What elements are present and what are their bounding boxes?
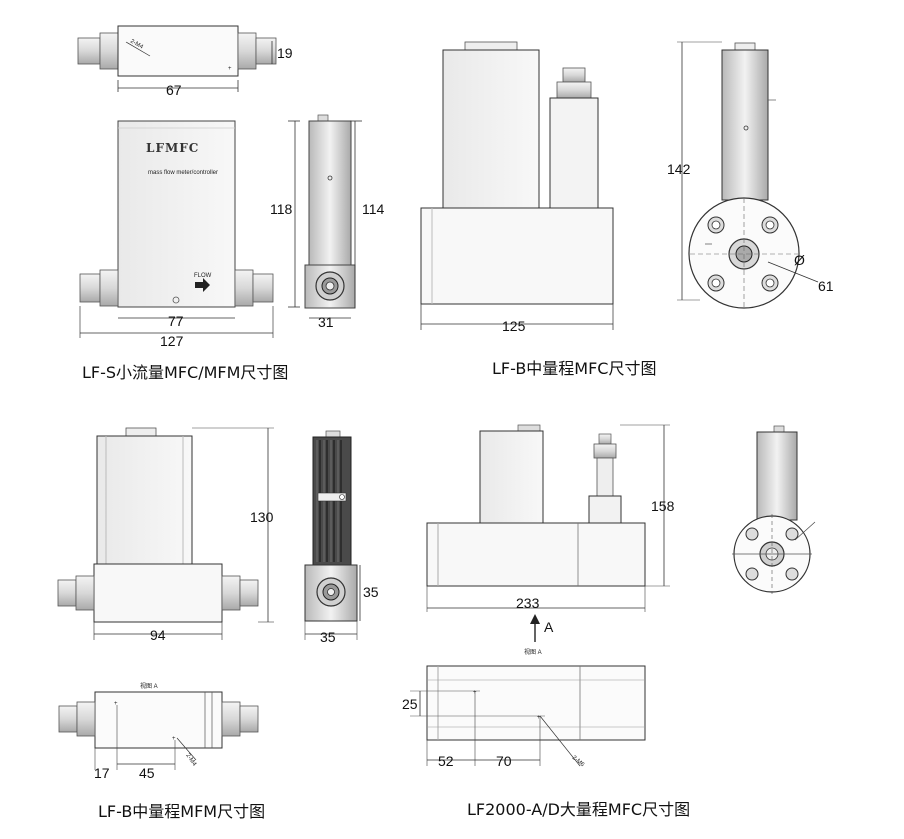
lf-s-side-height-dim: 114	[362, 201, 385, 217]
lf-s-front-height-dim: 118	[270, 201, 293, 217]
lf-s-subtitle: mass flow meter/controller	[148, 170, 218, 176]
flow-arrow-icon	[195, 278, 210, 292]
lf-b-mfm-front-view: 94 130	[57, 427, 274, 643]
lf-b-mfm-view-label: 视图 A	[140, 682, 158, 690]
lf-s-total-width-dim: 127	[160, 333, 184, 349]
lf-s-side-width-dim: 31	[318, 314, 334, 330]
lf-b-mfm-width-dim: 94	[150, 627, 166, 643]
lf-s-top-view: 2-M4 + 67 19	[77, 25, 293, 98]
svg-text:+: +	[537, 715, 541, 721]
svg-text:+: +	[228, 66, 232, 72]
lf2000-width-dim: 233	[516, 595, 540, 611]
lf-b-mfc-width-dim: 125	[502, 318, 526, 334]
lf-b-mfm-thread-label: 2-M4	[184, 753, 197, 768]
lf2000-hole-x1-dim: 52	[438, 753, 454, 769]
lf-b-mfm-side-view: 35 35	[304, 430, 379, 645]
lf2000-hole-x2-dim: 70	[496, 753, 512, 769]
lf-s-flow-label: FLOW	[194, 273, 212, 279]
lf-b-mfm-offset-dim: 17	[94, 765, 110, 781]
lf2000-height-dim: 158	[651, 498, 675, 514]
lf-b-mfm-side-width-dim: 35	[320, 629, 336, 645]
caption-lf2000: LF2000-A/D大量程MFC尺寸图	[467, 800, 691, 819]
lf-s-brand: LFMFC	[146, 141, 199, 155]
lf2000-thread-label: 2-M6	[571, 755, 586, 769]
lf2000-arrow-label: A	[544, 619, 554, 635]
lf-b-mfc-flange-dim: 61	[818, 278, 834, 294]
lf-b-mfc-diameter-symbol: Ø	[794, 252, 805, 268]
caption-lf-b-mfm: LF-B中量程MFM尺寸图	[98, 802, 266, 821]
lf-b-mfm-side-height-dim: 35	[363, 584, 379, 600]
lf-s-front-view: LFMFC mass flow meter/controller FLOW 77…	[79, 120, 300, 349]
lf-b-mfm-view-a: 视图 A + + 2-M4 17 45	[58, 682, 259, 781]
lf-s-body-width-dim: 77	[168, 313, 184, 329]
lf2000-hole-y-dim: 25	[402, 696, 418, 712]
lf-s-side-view: 114 31	[304, 114, 385, 330]
lf-b-mfc-height-dim: 142	[667, 161, 691, 177]
lf-s-top-height-dim: 19	[277, 45, 293, 61]
lf2000-front-view: 233 158 A 视图 A	[426, 424, 675, 656]
lf-b-mfc-side-view: Ø 61 142	[667, 41, 834, 310]
lf2000-view-a: + + 2-M6 25 52 70	[402, 665, 646, 769]
lf2000-view-label: 视图 A	[524, 648, 542, 656]
svg-text:+: +	[172, 736, 176, 742]
svg-text:+: +	[114, 701, 118, 707]
lf-b-mfm-height-dim: 130	[250, 509, 274, 525]
lf-b-mfc-front-view: 125	[420, 41, 614, 334]
view-arrow-icon	[530, 614, 540, 624]
caption-lf-b-mfc: LF-B中量程MFC尺寸图	[492, 359, 657, 378]
lf2000-side-view	[732, 425, 816, 594]
caption-lf-s: LF-S小流量MFC/MFM尺寸图	[82, 363, 289, 382]
lf-s-top-width-dim: 67	[166, 82, 182, 98]
lf-b-mfm-hole-spacing-dim: 45	[139, 765, 155, 781]
